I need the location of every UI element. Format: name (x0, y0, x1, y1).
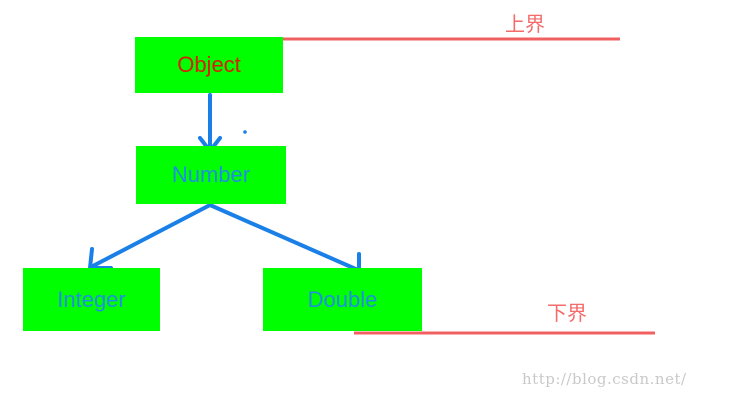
node-integer-label: Integer (57, 286, 126, 312)
upper-bound-label: 上界 (505, 12, 545, 36)
node-number: Number (136, 146, 286, 204)
node-integer: Integer (23, 268, 160, 331)
node-double: Double (263, 268, 422, 331)
stray-dot (243, 130, 247, 134)
node-number-label: Number (171, 162, 251, 187)
watermark: http://blog.csdn.net/ (522, 370, 687, 388)
node-object-label: Object (177, 52, 241, 77)
node-double-label: Double (307, 286, 378, 312)
node-object: Object (135, 37, 283, 93)
arrow-number-to-integer (88, 203, 212, 270)
arrow-object-to-number (198, 93, 222, 153)
arrow-number-to-double (208, 203, 361, 272)
lower-bound-label: 下界 (547, 301, 587, 325)
